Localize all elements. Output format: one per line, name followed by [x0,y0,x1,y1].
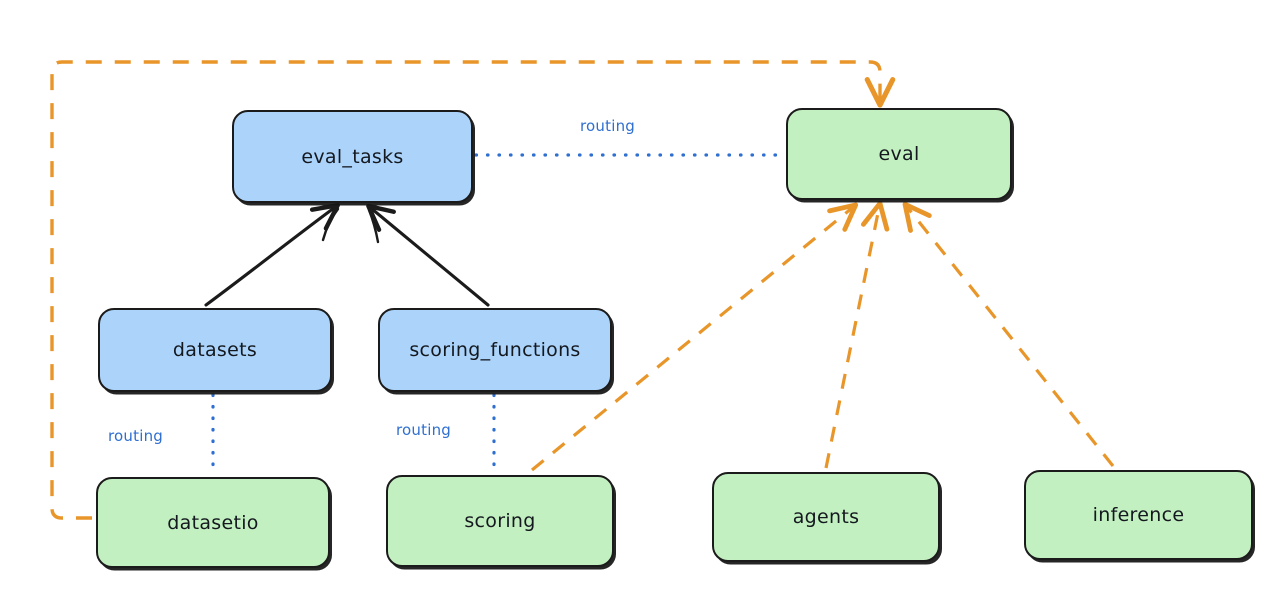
node-eval-tasks[interactable]: eval_tasks [232,110,473,203]
node-scoring-functions[interactable]: scoring_functions [378,308,612,392]
node-label: eval_tasks [301,145,404,168]
edge-label-routing-datasets-datasetio: routing [108,427,163,445]
node-label: datasets [172,339,258,361]
edge-scoring-functions-arrow-barb [367,208,380,244]
node-label: scoring_functions [409,339,581,361]
node-label: agents [792,506,860,528]
edge-agents-to-eval [824,200,890,469]
node-datasets[interactable]: datasets [98,308,332,392]
node-datasetio[interactable]: datasetio [96,477,330,568]
node-inference[interactable]: inference [1024,470,1253,560]
node-scoring[interactable]: scoring [386,475,614,567]
edge-label-routing-scoring-functions-scoring: routing [396,421,451,439]
edge-inference-to-eval [902,201,1115,467]
node-label: inference [1092,504,1185,526]
edge-label-routing-eval-tasks-eval: routing [580,117,635,135]
node-label: datasetio [167,511,259,534]
edge-scoring-functions-to-eval-tasks [366,203,490,307]
edge-datasets-arrow-barb [321,207,340,242]
node-agents[interactable]: agents [712,472,940,562]
node-eval[interactable]: eval [786,108,1012,200]
node-label: scoring [464,510,536,532]
edge-datasets-to-eval-tasks [204,203,340,307]
node-label: eval [878,143,920,165]
